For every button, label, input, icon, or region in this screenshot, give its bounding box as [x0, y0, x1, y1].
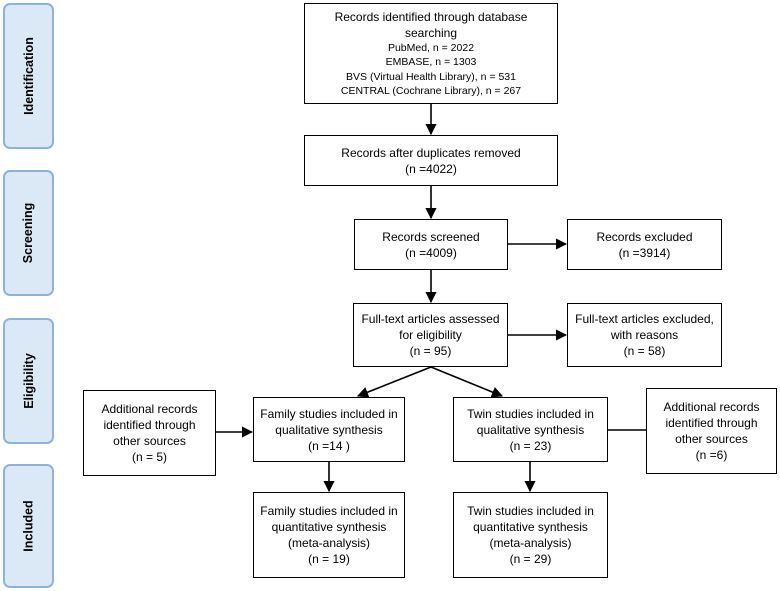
- family-qual-line3: (n =14 ): [308, 438, 350, 453]
- box-twin-qualitative: Twin studies included in qualitative syn…: [453, 397, 608, 462]
- twin-quant-line3: (meta-analysis): [489, 536, 572, 550]
- fulltext-excluded-line1: Full-text articles excluded,: [575, 312, 714, 326]
- screened-line1: Records screened: [382, 229, 480, 244]
- family-quant-line3: (meta-analysis): [287, 536, 371, 550]
- additional-left-line3: other sources: [113, 434, 186, 448]
- twin-quant-line2: quantitative synthesis: [473, 520, 588, 534]
- assessed-line3: (n = 95): [409, 344, 452, 358]
- additional-left-line2: identified through: [103, 418, 196, 432]
- screened-line2: (n =4009): [405, 245, 457, 260]
- duplicates-line1: Records after duplicates removed: [341, 145, 521, 160]
- assessed-line1: Full-text articles assessed: [361, 312, 500, 326]
- duplicates-line2: (n =4022): [405, 161, 457, 176]
- identified-title: Records identified through database sear…: [334, 9, 528, 40]
- arrow-fulltext-to-twin: [430, 366, 504, 398]
- box-records-excluded: Records excluded (n =3914): [567, 219, 722, 270]
- phase-included: Included: [3, 464, 54, 588]
- additional-left-line4: (n = 5): [131, 450, 167, 464]
- twin-quant-line4: (n = 29): [509, 552, 552, 566]
- box-duplicates-removed: Records after duplicates removed (n =402…: [304, 135, 558, 186]
- additional-right-line3: other sources: [675, 432, 748, 446]
- excluded-line2: (n =3914): [618, 245, 671, 260]
- box-records-identified: Records identified through database sear…: [304, 3, 558, 104]
- box-additional-records-left: Additional records identified through ot…: [83, 390, 216, 476]
- twin-qual-line1: Twin studies included in: [467, 406, 594, 421]
- family-qual-line1: Family studies included in: [260, 406, 398, 421]
- box-records-screened: Records screened (n =4009): [354, 219, 508, 270]
- source-pubmed: PubMed, n = 2022: [387, 41, 475, 54]
- box-additional-records-right: Additional records identified through ot…: [646, 388, 777, 474]
- box-family-qualitative: Family studies included in qualitative s…: [253, 397, 405, 462]
- source-embase: EMBASE, n = 1303: [385, 56, 477, 68]
- assessed-line2: for eligibility: [399, 328, 462, 342]
- arrow-fulltext-to-family: [356, 366, 432, 398]
- twin-qual-line3: (n = 23): [509, 438, 552, 453]
- family-quant-line2: quantitative synthesis: [271, 520, 387, 534]
- source-central: CENTRAL (Cochrane Library), n = 267: [340, 85, 522, 97]
- box-fulltext-assessed: Full-text articles assessed for eligibil…: [353, 303, 508, 367]
- phase-screening: Screening: [3, 170, 54, 296]
- twin-qual-line2: qualitative synthesis: [476, 422, 585, 437]
- box-fulltext-excluded: Full-text articles excluded, with reason…: [567, 303, 722, 367]
- fulltext-excluded-line3: (n = 58): [623, 344, 666, 358]
- box-family-quantitative: Family studies included in quantitative …: [253, 492, 405, 578]
- additional-right-line4: (n =6): [695, 448, 728, 462]
- phase-identification: Identification: [3, 3, 54, 149]
- fulltext-excluded-line2: with reasons: [610, 328, 679, 342]
- additional-left-line1: Additional records: [101, 402, 198, 416]
- additional-right-line1: Additional records: [663, 400, 760, 414]
- excluded-line1: Records excluded: [596, 229, 693, 244]
- box-twin-quantitative: Twin studies included in quantitative sy…: [453, 492, 608, 578]
- family-quant-line4: (n = 19): [308, 552, 350, 566]
- additional-right-line2: identified through: [665, 416, 758, 430]
- twin-quant-line1: Twin studies included in: [467, 504, 594, 518]
- phase-eligibility: Eligibility: [3, 318, 54, 444]
- source-bvs: BVS (Virtual Health Library), n = 531: [346, 70, 516, 83]
- family-quant-line1: Family studies included in: [260, 504, 398, 518]
- family-qual-line2: qualitative synthesis: [275, 422, 383, 437]
